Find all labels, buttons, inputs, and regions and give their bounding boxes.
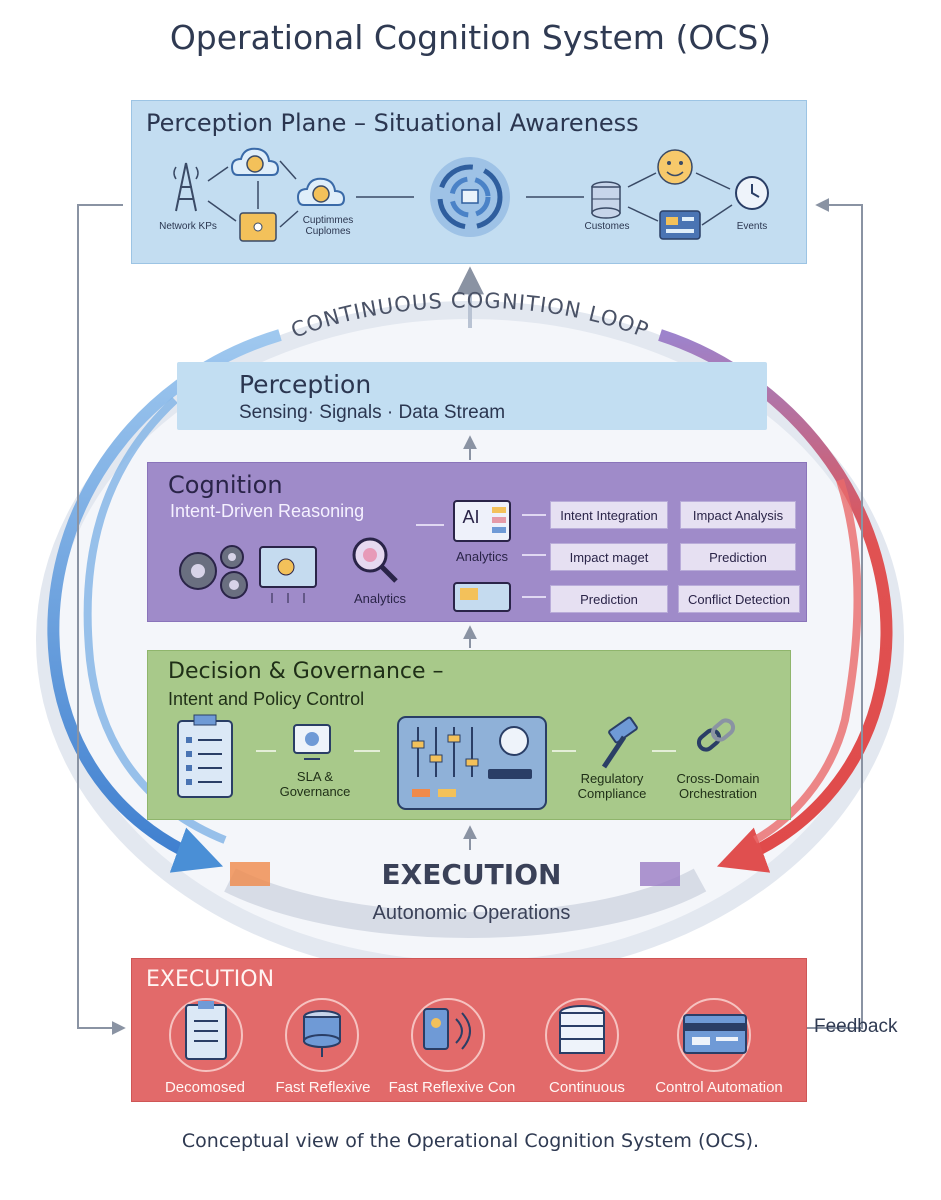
- perception-band: Perception Sensing· Signals · Data Strea…: [177, 362, 767, 430]
- clipboard-checklist-icon: [177, 714, 233, 798]
- cloud-dollar-icon-2: [296, 177, 346, 206]
- execution-item-fast-reflexive-con: Fast Reflexive Con: [388, 1079, 516, 1096]
- execution-band-subtitle: Autonomic Operations: [372, 902, 571, 924]
- clock-icon: [735, 176, 769, 210]
- perception-subtitle: Sensing· Signals · Data Stream: [239, 402, 506, 423]
- perception-plane-panel: Perception Plane – Situational Awareness: [131, 100, 807, 264]
- perception-title: Perception: [239, 370, 372, 399]
- cognition-box-prediction-2: Prediction: [550, 585, 668, 613]
- sla-governance-label: SLA & Governance: [279, 769, 351, 799]
- execution-icons: [169, 998, 751, 1072]
- analytics-label-2: Analytics: [353, 591, 407, 606]
- loop-arc-left-outer: [47, 329, 282, 873]
- antenna-tower-icon: [173, 162, 199, 212]
- decision-governance-panel: Decision & Governance – Intent and Polic…: [147, 650, 791, 820]
- execution-device-signal-icon: [423, 1008, 471, 1050]
- cognition-box-impact-analysis: Impact Analysis: [680, 501, 796, 529]
- execution-title: EXECUTION: [146, 967, 275, 992]
- cognition-box-prediction-1: Prediction: [680, 543, 796, 571]
- swirl-processing-icon: [430, 157, 510, 237]
- cognition-box-impact-maget: Impact maget: [550, 543, 668, 571]
- cognition-box-conflict-detection: Conflict Detection: [678, 585, 800, 613]
- decision-icons: [177, 714, 736, 810]
- decision-title: Decision & Governance –: [168, 659, 444, 684]
- control-panel-sliders-icon: [397, 716, 547, 810]
- decision-subtitle: Intent and Policy Control: [168, 689, 365, 709]
- network-kpis-label: Network KPs: [159, 221, 217, 232]
- figure-caption: Conceptual view of the Operational Cogni…: [181, 1130, 760, 1152]
- dashboard-card-icon: [659, 210, 701, 240]
- folder-icon: [239, 212, 277, 242]
- gavel-icon: [601, 716, 638, 769]
- cloud-dollar-icon: [230, 147, 280, 176]
- cognition-title: Cognition: [168, 471, 283, 499]
- ai-screen-icon: [453, 500, 511, 542]
- smiley-face-icon: [657, 149, 693, 185]
- customer-database-icon: [591, 181, 621, 219]
- chain-link-icon: [696, 718, 736, 752]
- ai-label: AI: [462, 507, 480, 527]
- continuous-cognition-loop-label: CONTINUOUS COGNITION LOOP: [288, 288, 653, 342]
- cognition-icons: [179, 500, 546, 612]
- execution-panel: EXECUTION: [131, 958, 807, 1102]
- execution-server-stack-icon: [559, 1005, 605, 1054]
- analytics-label-1: Analytics: [455, 549, 509, 564]
- execution-clipboard-icon: [185, 1001, 227, 1060]
- execution-item-control-automation: Control Automation: [655, 1079, 783, 1096]
- execution-band: EXECUTION Autonomic Operations: [243, 850, 700, 944]
- gears-icon: [179, 545, 248, 599]
- execution-database-icon: [303, 1010, 341, 1057]
- cognition-box-intent-integration: Intent Integration: [550, 501, 668, 529]
- cross-domain-orchestration-label: Cross-Domain Orchestration: [676, 771, 760, 801]
- execution-band-title: EXECUTION: [381, 858, 562, 891]
- cognition-panel: Cognition Intent-Driven Reasoning: [147, 462, 807, 622]
- cloud-label: Cuptimmes Cuplomes: [302, 215, 354, 237]
- execution-item-continuous: Continuous: [549, 1079, 625, 1096]
- perception-plane-title: Perception Plane – Situational Awareness: [146, 109, 639, 137]
- events-label: Events: [736, 221, 768, 232]
- execution-item-fast-reflexive: Fast Reflexive: [275, 1079, 371, 1096]
- perception-plane-icons: [173, 147, 769, 242]
- loop-label-svg: CONTINUOUS COGNITION LOOP: [288, 288, 653, 342]
- regulatory-compliance-label: Regulatory Compliance: [577, 771, 647, 801]
- monitor-analytics-icon: [259, 546, 317, 603]
- execution-card-icon: [683, 1014, 747, 1054]
- dashboard-icon: [453, 582, 511, 612]
- magnifier-icon: [352, 537, 398, 583]
- cognition-subtitle: Intent-Driven Reasoning: [170, 501, 365, 521]
- sla-monitor-icon: [293, 724, 331, 760]
- execution-item-decomosed: Decomosed: [164, 1079, 246, 1096]
- customers-label: Customes: [584, 221, 630, 232]
- feedback-label: Feedback: [814, 1016, 898, 1037]
- page-title: Operational Cognition System (OCS): [169, 18, 772, 57]
